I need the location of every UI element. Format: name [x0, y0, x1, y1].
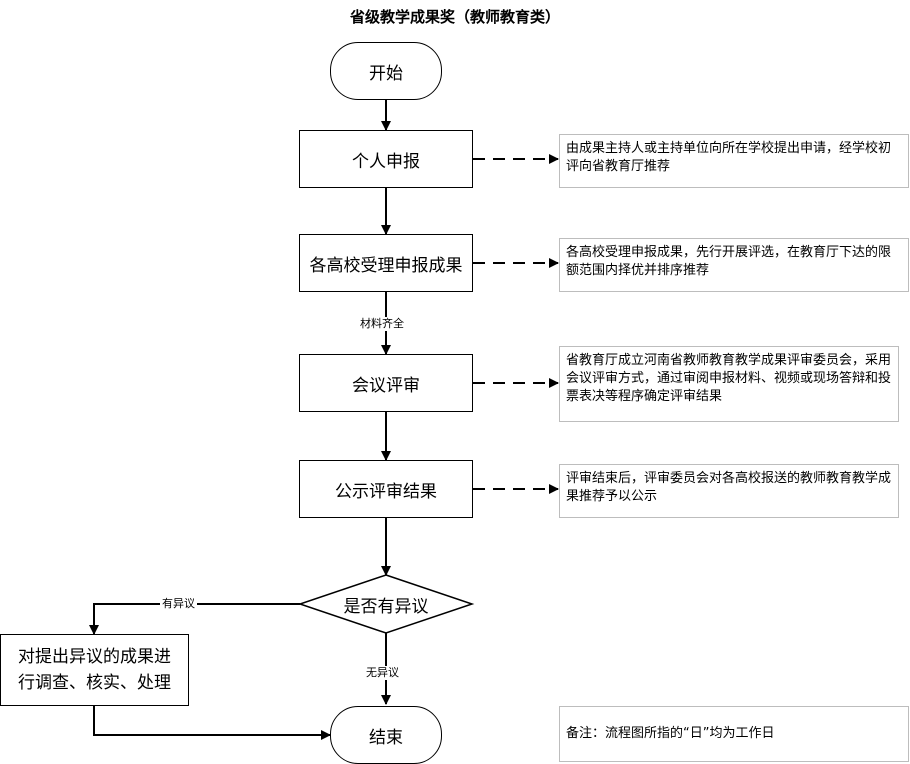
handle-objection-node: 对提出异议的成果进 行调查、核实、处理 — [0, 634, 189, 706]
note-accept: 各高校受理申报成果，先行开展评选，在教育厅下达的限额范围内择优并排序推荐 — [559, 238, 909, 292]
arrow-handle-to-end — [93, 706, 331, 740]
accept-node: 各高校受理申报成果 — [299, 234, 473, 292]
note-review: 省教育厅成立河南省教师教育教学成果评审委员会，采用会议评审方式，通过审阅申报材料… — [559, 346, 899, 422]
edge-label-materials: 材料齐全 — [358, 317, 406, 331]
decision-label: 是否有异议 — [343, 596, 429, 617]
arrow-decision-to-handle — [89, 603, 300, 635]
diagram-title: 省级教学成果奖（教师教育类） — [349, 8, 560, 26]
note-apply: 由成果主持人或主持单位向所在学校提出申请，经学校初评向省教育厅推荐 — [559, 134, 909, 188]
decision-diamond — [297, 574, 475, 634]
start-node: 开始 — [330, 42, 442, 100]
end-node: 结束 — [330, 706, 442, 764]
review-node: 会议评审 — [299, 354, 473, 412]
note-publicize: 评审结束后，评审委员会对各高校报送的教师教育教学成果推荐予以公示 — [559, 464, 899, 518]
edge-label-has-objection: 有异议 — [160, 597, 197, 611]
handle-objection-line-1: 对提出异议的成果进 — [18, 647, 171, 667]
note-remark: 备注：流程图所指的“日”均为工作日 — [559, 706, 909, 762]
edge-label-no-objection: 无异议 — [364, 666, 401, 680]
publicize-node: 公示评审结果 — [299, 460, 473, 518]
handle-objection-line-2: 行调查、核实、处理 — [18, 673, 171, 693]
apply-node: 个人申报 — [299, 130, 473, 188]
